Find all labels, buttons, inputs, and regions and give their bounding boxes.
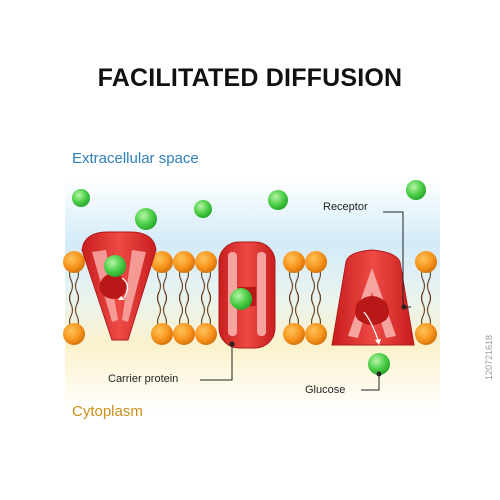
diagram-title: FACILITATED DIFFUSION bbox=[97, 64, 403, 92]
lipid-head bbox=[415, 323, 437, 345]
cytoplasm-label: Cytoplasm bbox=[72, 403, 143, 420]
carrier-protein-label: Carrier protein bbox=[108, 373, 179, 385]
lipid-heads-top bbox=[63, 251, 437, 273]
leader-lines bbox=[200, 211, 411, 391]
lipid-head bbox=[173, 323, 195, 345]
lipid-head bbox=[63, 251, 85, 273]
receptor-protein-right bbox=[331, 249, 415, 346]
lipid-heads-bottom bbox=[63, 323, 437, 345]
glucose-label: Glucose bbox=[305, 384, 346, 396]
lipid-head bbox=[283, 251, 305, 273]
lipid-head bbox=[63, 323, 85, 345]
extracellular-space-label: Extracellular space bbox=[72, 150, 199, 167]
receptor-label: Receptor bbox=[323, 201, 368, 213]
lipid-head bbox=[151, 251, 173, 273]
lipid-head bbox=[173, 251, 195, 273]
lipid-head bbox=[283, 323, 305, 345]
stock-id-watermark: 120721618 bbox=[484, 334, 494, 380]
glucose-molecules bbox=[72, 180, 426, 375]
lipid-head bbox=[305, 323, 327, 345]
lipid-head bbox=[151, 323, 173, 345]
channel-protein-left bbox=[81, 231, 157, 341]
lipid-head bbox=[195, 323, 217, 345]
lipid-head bbox=[305, 251, 327, 273]
lipid-head bbox=[195, 251, 217, 273]
lipid-head bbox=[415, 251, 437, 273]
